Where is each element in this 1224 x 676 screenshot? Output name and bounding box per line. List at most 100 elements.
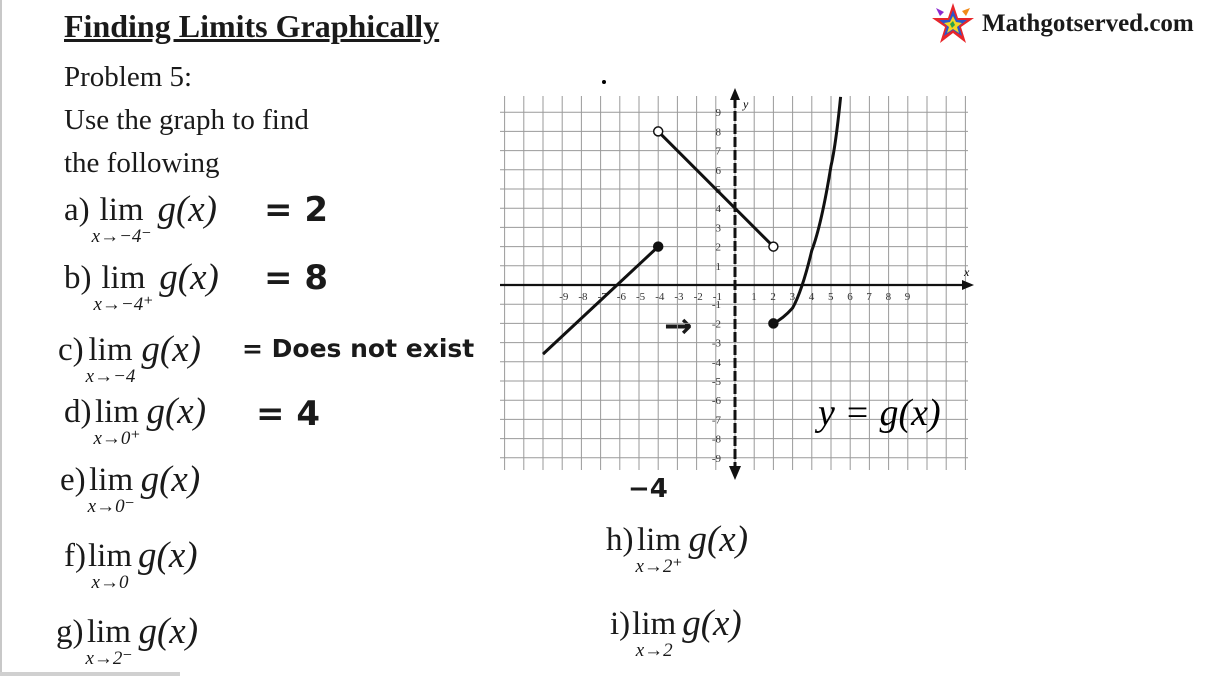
y-axis-arrow-down-icon: [729, 466, 741, 480]
brand[interactable]: Mathgotserved.com: [930, 2, 1194, 46]
stray-dot: [602, 80, 606, 84]
function-expr: g(x): [157, 189, 218, 230]
x-tick-label: 1: [751, 291, 757, 303]
problem-label: c): [58, 332, 84, 368]
open-endpoint: [652, 126, 664, 137]
axes: [500, 88, 974, 480]
lim-text: lim: [87, 538, 132, 574]
problem-label: i): [610, 606, 631, 642]
y-tick-label: -7: [712, 414, 722, 426]
lim-subscript: x→0: [91, 572, 129, 593]
y-tick-label: 8: [716, 126, 722, 138]
y-tick-label: 3: [716, 222, 722, 234]
function-expr: g(x): [146, 391, 207, 432]
lim-subscript: x→0⁻: [87, 496, 135, 517]
x-tick-label: -3: [674, 291, 684, 303]
function-expr: g(x): [140, 459, 201, 500]
x-tick-label: -6: [617, 291, 627, 303]
lim-text: lim: [94, 394, 139, 430]
bottom-border: [0, 672, 180, 676]
annotation-minus-four: −4: [628, 474, 668, 504]
closed-endpoint: [652, 241, 664, 252]
lim-subscript: x→2⁺: [635, 556, 683, 577]
x-axis-label: x: [963, 265, 970, 279]
y-tick-label: 4: [716, 203, 722, 215]
x-tick-label: -4: [655, 291, 665, 303]
x-axis-arrow-icon: [962, 280, 974, 290]
x-tick-label: 8: [886, 291, 892, 303]
function-curves: [541, 96, 843, 356]
y-tick-label: 6: [716, 165, 722, 177]
lim-text: lim: [636, 522, 681, 558]
problem-label: b): [64, 260, 92, 296]
function-expr: g(x): [138, 611, 199, 652]
brand-name: Mathgotserved.com: [982, 10, 1194, 37]
problem-number: Problem 5:: [64, 61, 193, 93]
problem-label: g): [56, 614, 84, 650]
function-expr: g(x): [159, 257, 219, 298]
instruction-line-1: Use the graph to find: [64, 104, 309, 136]
x-tick-label: 9: [905, 291, 911, 303]
y-tick-label: 1: [716, 261, 722, 273]
lim-text: lim: [632, 606, 677, 642]
x-tick-label: -8: [578, 291, 588, 303]
y-tick-label: -2: [712, 318, 721, 330]
x-tick-label: -5: [636, 291, 646, 303]
lim-text: lim: [88, 332, 133, 368]
y-tick-label: -5: [712, 376, 722, 388]
open-endpoint: [768, 241, 779, 252]
lim-text: lim: [86, 614, 131, 650]
x-tick-label: -2: [694, 291, 703, 303]
lim-subscript: x→−4⁺: [93, 294, 154, 315]
annotation-arrow: →: [664, 306, 693, 346]
lim-subscript: x→2: [635, 640, 673, 661]
x-tick-label: -9: [559, 291, 569, 303]
y-tick-label: -4: [712, 357, 722, 369]
problem-intro: Problem 5: Use the graph to find the fol…: [64, 56, 309, 185]
answer-a: = 2: [264, 190, 328, 230]
problem-label: e): [60, 462, 86, 498]
function-label: y = g(x): [814, 392, 941, 434]
problem-label: d): [64, 394, 92, 430]
function-segment-1: [541, 245, 660, 356]
answer-d: = 4: [256, 394, 320, 434]
lim-subscript: x→0⁺: [93, 428, 141, 449]
answer-b: = 8: [264, 258, 328, 298]
lim-text: lim: [99, 192, 144, 228]
answer-c: = Does not exist: [242, 334, 475, 363]
function-segment-2: [657, 130, 775, 248]
function-segment-3: [772, 96, 843, 325]
lim-text: lim: [89, 462, 134, 498]
y-tick-label: -3: [712, 338, 722, 350]
x-tick-label: 3: [790, 291, 796, 303]
function-expr: g(x): [682, 603, 742, 644]
x-tick-label: 4: [809, 291, 815, 303]
closed-endpoint: [768, 318, 779, 329]
star-logo-icon: [932, 3, 974, 43]
page-title: Finding Limits Graphically: [64, 8, 440, 44]
x-tick-label: -1: [713, 291, 722, 303]
left-border: [0, 0, 2, 676]
x-tick-label: 2: [770, 291, 776, 303]
y-tick-label: 2: [716, 242, 722, 254]
lim-subscript: x→−4⁻: [91, 226, 152, 247]
x-tick-label: 6: [847, 291, 853, 303]
problem-label: f): [64, 538, 86, 574]
y-axis-label: y: [742, 97, 749, 111]
instruction-line-2: the following: [64, 147, 220, 179]
y-tick-label: 7: [716, 146, 722, 158]
y-tick-label: -6: [712, 395, 722, 407]
x-tick-label: 7: [866, 291, 872, 303]
function-expr: g(x): [141, 329, 201, 370]
y-tick-label: -9: [712, 453, 722, 465]
